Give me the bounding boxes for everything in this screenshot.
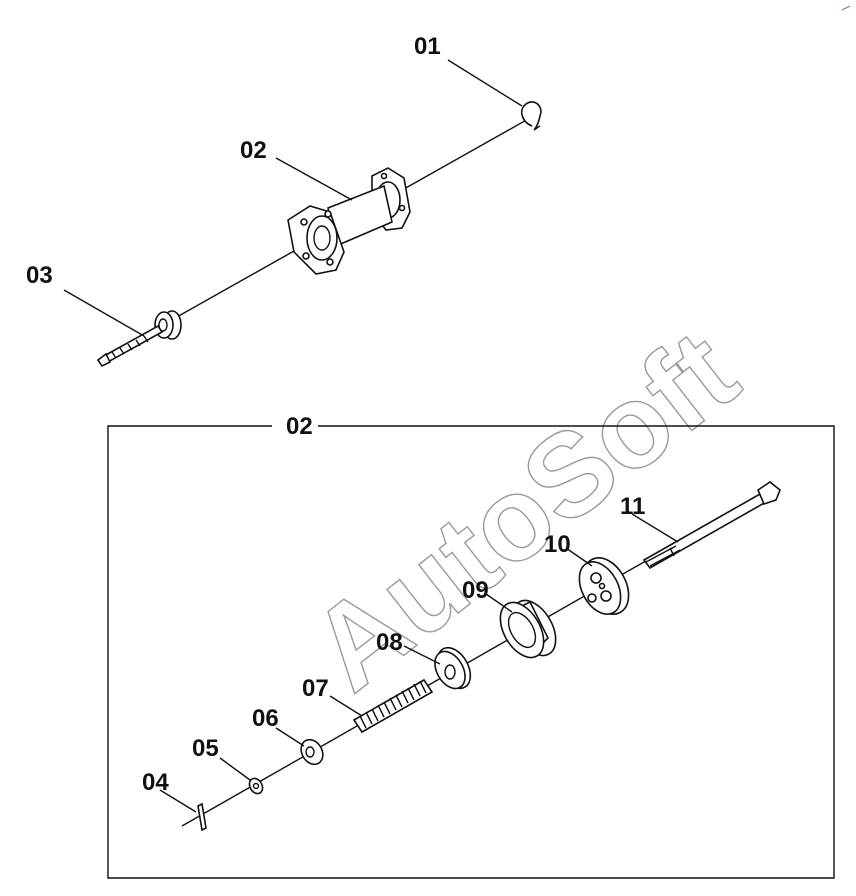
part-washer	[434, 646, 472, 690]
label-02-box: 02	[286, 413, 313, 440]
label-01: 01	[414, 33, 441, 60]
part-snap-ring	[520, 101, 542, 131]
detail-frame	[107, 425, 835, 879]
leader-06	[275, 727, 305, 747]
leader-05	[219, 757, 251, 781]
leader-01	[447, 59, 523, 107]
leader-08	[403, 645, 441, 665]
part-nut	[300, 738, 324, 766]
leader-10	[565, 547, 593, 567]
part-perforated-disk	[578, 557, 630, 615]
label-05: 05	[192, 735, 219, 762]
part-bushing-ring	[499, 599, 557, 659]
label-03: 03	[26, 262, 53, 289]
part-long-rod	[642, 481, 781, 570]
part-bolt-with-washer	[96, 310, 182, 368]
label-09: 09	[462, 577, 489, 604]
leader-03	[63, 289, 145, 337]
part-housing	[287, 167, 411, 275]
label-06: 06	[252, 705, 279, 732]
label-08: 08	[376, 629, 403, 656]
part-spring	[352, 678, 434, 734]
leader-07	[329, 695, 363, 717]
label-04: 04	[142, 769, 169, 796]
leader-02-top	[275, 157, 353, 201]
label-02-top: 02	[240, 137, 267, 164]
leader-11	[631, 513, 679, 543]
corner-mark-icon	[841, 5, 851, 11]
label-11: 11	[620, 493, 645, 520]
leader-04	[159, 789, 197, 813]
leader-09	[485, 593, 513, 613]
part-small-nut	[248, 777, 264, 795]
part-pin	[197, 802, 207, 832]
label-10: 10	[544, 531, 571, 558]
label-07: 07	[302, 675, 329, 702]
